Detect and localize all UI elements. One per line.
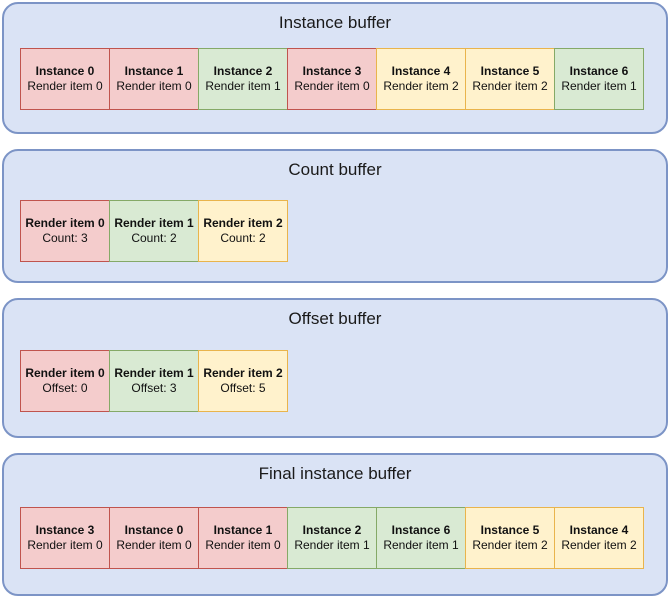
cell-line1: Instance 3 — [302, 64, 362, 78]
cell-line2: Count: 2 — [131, 231, 177, 245]
cell-line2: Render item 2 — [383, 79, 459, 93]
cell-line2: Render item 1 — [383, 538, 459, 552]
cell-line2: Count: 2 — [220, 231, 266, 245]
cell-line1: Render item 2 — [203, 216, 283, 230]
cell-line2: Render item 1 — [205, 79, 281, 93]
cell-line2: Render item 0 — [116, 79, 192, 93]
cell-line2: Render item 2 — [472, 538, 548, 552]
cell-line2: Render item 0 — [116, 538, 192, 552]
cell-line2: Count: 3 — [42, 231, 88, 245]
cell-line1: Instance 1 — [124, 64, 184, 78]
panel-title: Count buffer — [288, 160, 382, 179]
cell-line1: Instance 1 — [213, 523, 273, 537]
cell-line2: Render item 1 — [294, 538, 370, 552]
cell-line2: Render item 0 — [27, 79, 103, 93]
cell-line1: Instance 2 — [213, 64, 273, 78]
cell-line2: Render item 0 — [27, 538, 103, 552]
cell-line1: Render item 1 — [114, 216, 194, 230]
cell-line1: Instance 4 — [569, 523, 629, 537]
panel-title: Instance buffer — [278, 13, 392, 32]
panel-title: Offset buffer — [288, 309, 382, 328]
cell-line1: Instance 6 — [569, 64, 629, 78]
cell-line1: Instance 5 — [480, 523, 540, 537]
cell-line1: Instance 2 — [302, 523, 362, 537]
cell-line2: Render item 0 — [294, 79, 370, 93]
panel-title: Final instance buffer — [258, 464, 412, 483]
cell-line2: Render item 2 — [561, 538, 637, 552]
cell-line1: Instance 0 — [35, 64, 95, 78]
cell-line1: Instance 0 — [124, 523, 184, 537]
cell-line2: Render item 1 — [561, 79, 637, 93]
cell-line1: Instance 5 — [480, 64, 540, 78]
cell-line1: Render item 2 — [203, 366, 283, 380]
cell-line2: Offset: 3 — [131, 381, 177, 395]
cell-line1: Instance 3 — [35, 523, 95, 537]
cell-line1: Render item 0 — [25, 216, 105, 230]
cell-line2: Offset: 5 — [220, 381, 266, 395]
cell-line2: Offset: 0 — [42, 381, 88, 395]
cell-line1: Instance 4 — [391, 64, 451, 78]
cell-line1: Render item 0 — [25, 366, 105, 380]
cell-line2: Render item 2 — [472, 79, 548, 93]
cell-line2: Render item 0 — [205, 538, 281, 552]
cell-line1: Render item 1 — [114, 366, 194, 380]
cell-line1: Instance 6 — [391, 523, 451, 537]
